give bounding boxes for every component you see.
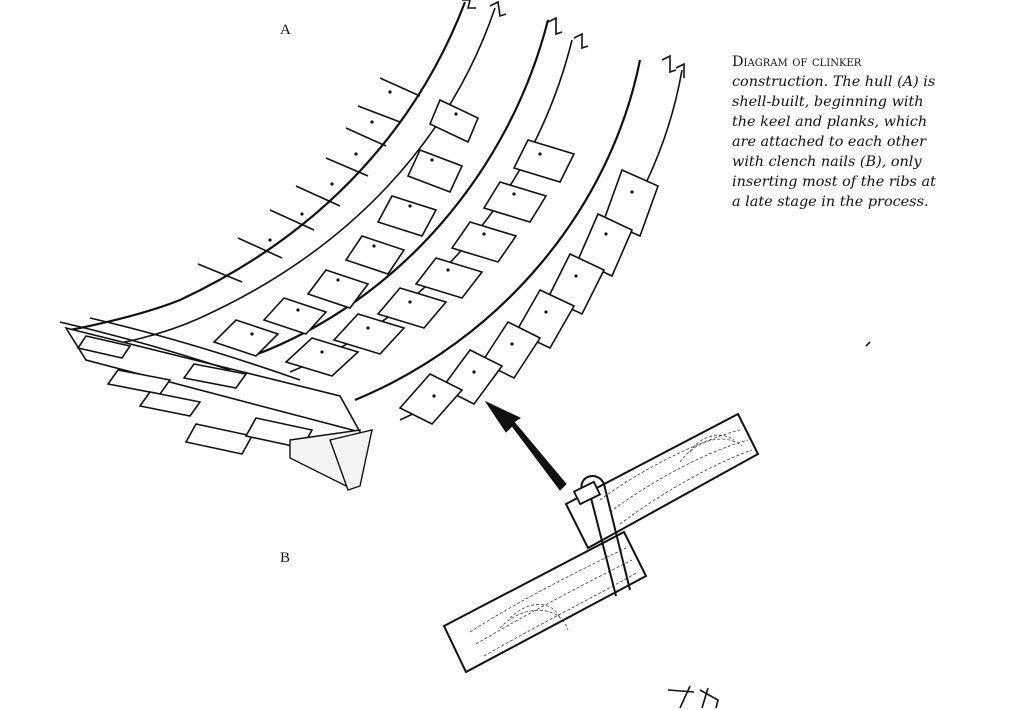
caption-lead: Diagram of clinker [732,54,862,70]
diagram-caption: Diagram of clinker construction. The hul… [732,52,947,212]
strake-row-1 [212,98,480,357]
stray-marks [667,341,871,709]
clench-nail-illustration [442,412,760,674]
keel [59,317,373,491]
caption-body: construction. The hull (A) is shell-buil… [732,74,936,210]
nail-label: B [280,550,291,566]
strake-row-2 [284,139,576,377]
hull-illustration [59,0,685,491]
strake-row-3 [398,168,660,425]
pointer-arrow-icon [484,400,567,491]
nail-dots [250,90,634,398]
hull-label: A [280,22,291,38]
rib-ends [197,77,421,283]
